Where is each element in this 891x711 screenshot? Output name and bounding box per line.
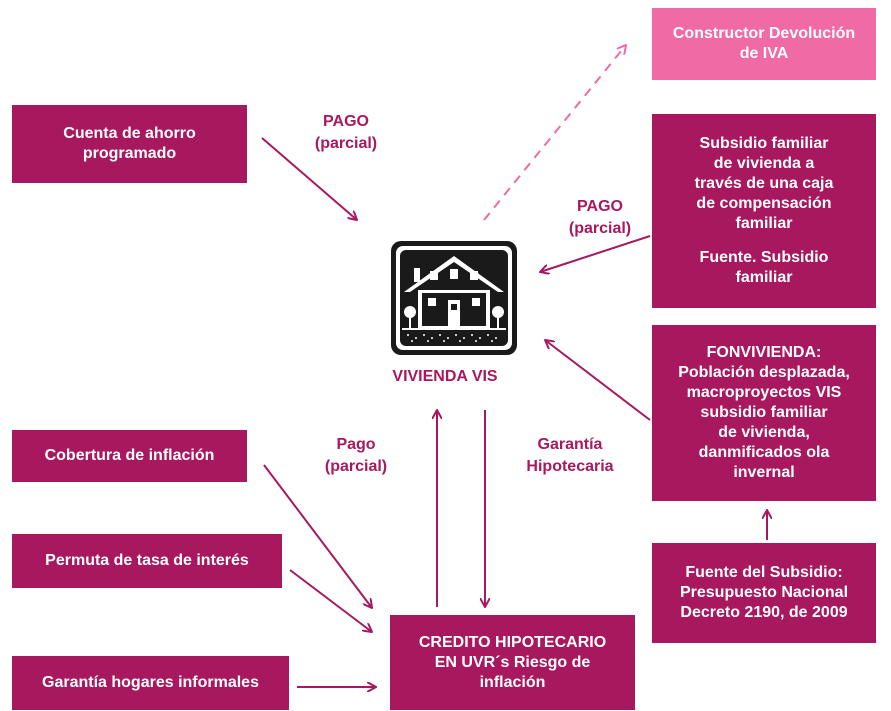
arrow-ahorro-to-vivienda bbox=[261, 137, 357, 220]
arrow-cobertura-to-credito bbox=[263, 464, 372, 608]
fuente-subsidio-box: Fuente del Subsidio: Presupuesto Naciona… bbox=[652, 543, 876, 643]
cobertura-inflacion-box: Cobertura de inflación bbox=[12, 430, 247, 482]
house-icon bbox=[391, 241, 517, 355]
cuenta-ahorro-box: Cuenta de ahorro programado bbox=[12, 105, 247, 183]
garantia-hogares-box: Garantía hogares informales bbox=[12, 656, 289, 710]
pago-parcial-label-bottom: Pago (parcial) bbox=[324, 436, 388, 475]
arrow-subsidio-to-vivienda bbox=[540, 235, 651, 272]
arrow-vivienda-to-constructor bbox=[483, 45, 626, 221]
fonvivienda-box: FONVIVIENDA: Población desplazada, macro… bbox=[652, 325, 876, 501]
vivienda-vis-label: VIVIENDA VIS bbox=[392, 368, 498, 385]
garantia-hipotecaria-label: Garantía Hipotecaria bbox=[526, 436, 614, 475]
pago-parcial-label-right: PAGO (parcial) bbox=[568, 198, 632, 237]
arrow-permuta-to-credito bbox=[289, 569, 372, 632]
arrow-fonvivienda-to-vivienda bbox=[545, 340, 651, 421]
pago-parcial-label-left: PAGO (parcial) bbox=[314, 113, 378, 152]
subsidio-caja-box: Subsidio familiar de vivienda a través d… bbox=[652, 114, 876, 308]
permuta-tasa-box: Permuta de tasa de interés bbox=[12, 534, 282, 588]
constructor-iva-box: Constructor Devolución de IVA bbox=[652, 8, 876, 80]
credito-hipotecario-box: CREDITO HIPOTECARIO EN UVR´s Riesgo de i… bbox=[390, 615, 635, 710]
